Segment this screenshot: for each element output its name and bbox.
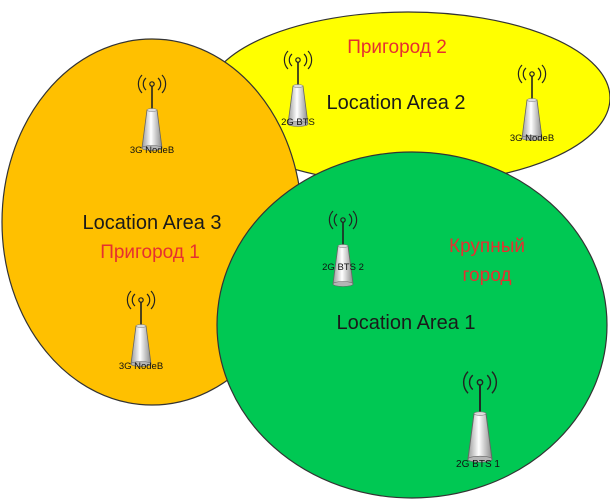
tower-a1-bottom: 2G BTS 1 bbox=[456, 370, 500, 470]
region-label-suburb-2: Пригород 2 bbox=[347, 37, 447, 58]
tower-a2-left: 2G BTS bbox=[281, 50, 315, 128]
tower-a1-top: 2G BTS 2 bbox=[322, 210, 364, 288]
tower-a3-bottom: 3G NodeB bbox=[119, 290, 163, 372]
region-label-suburb-1: Пригород 1 bbox=[100, 242, 200, 263]
tower-label: 3G NodeB bbox=[510, 133, 554, 144]
location-area-2-label: Location Area 2 bbox=[327, 92, 466, 114]
tower-label: 2G BTS 2 bbox=[322, 262, 364, 273]
tower-label: 2G BTS 1 bbox=[456, 459, 500, 470]
location-area-3-label: Location Area 3 bbox=[83, 212, 222, 234]
tower-label: 2G BTS bbox=[281, 117, 315, 128]
tower-label: 3G NodeB bbox=[130, 145, 174, 156]
tower-a3-top: 3G NodeB bbox=[130, 74, 174, 156]
location-area-1-region bbox=[216, 151, 608, 499]
region-label-big-city-line1: Крупный bbox=[449, 236, 525, 257]
tower-label: 3G NodeB bbox=[119, 361, 163, 372]
tower-a2-right: 3G NodeB bbox=[510, 64, 554, 144]
region-label-big-city-line2: город bbox=[463, 265, 512, 286]
location-area-1-label: Location Area 1 bbox=[337, 312, 476, 334]
